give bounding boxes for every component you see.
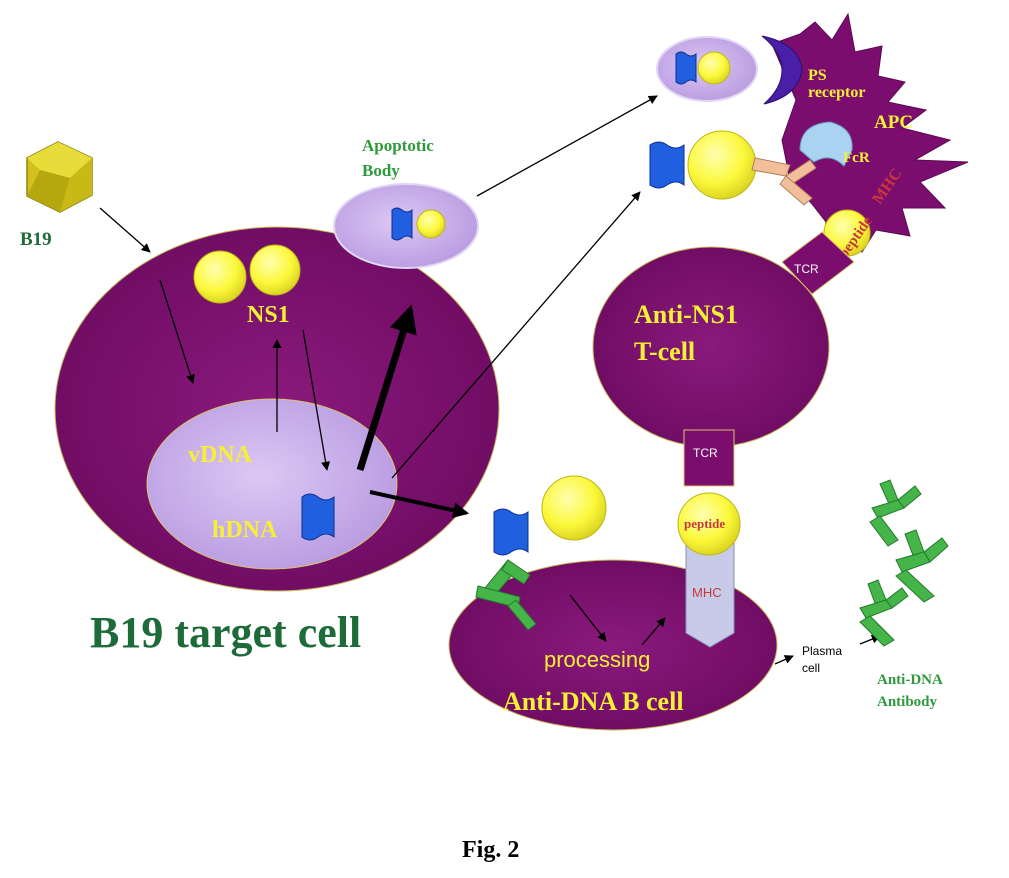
- tcr-bottom: [683, 429, 735, 487]
- apoptotic-body-label-1: Apoptotic: [362, 136, 434, 155]
- immune-complex-ns1: [687, 130, 757, 200]
- antibody-icon-top: [869, 479, 922, 547]
- hdna-icon: [301, 493, 335, 541]
- processing-label: processing: [544, 647, 650, 672]
- t-cell-label-2: T-cell: [634, 337, 695, 366]
- antibody-icon-middle: [895, 529, 949, 603]
- plasma-cell-label-2: cell: [802, 661, 820, 675]
- tcr-bottom-label: TCR: [693, 446, 718, 460]
- ns1-protein-left: [193, 250, 247, 304]
- entry-arrow: [99, 207, 151, 253]
- ps-receptor-label-1: PS: [808, 67, 827, 84]
- b-cell-ns1: [541, 475, 607, 541]
- antibody-icon-bottom: [859, 579, 909, 647]
- apoptotic-body-dna-icon: [391, 207, 413, 241]
- b19-virus-icon: [26, 141, 93, 213]
- ps-receptor-label-2: receptor: [808, 84, 865, 101]
- b-cell-receptor-icon: [475, 559, 537, 631]
- tcr-top-label: TCR: [794, 262, 819, 276]
- b19-label: B19: [20, 229, 52, 250]
- immune-complex-antibody-icon: [751, 157, 817, 206]
- ns1-to-hdna-arrow: [302, 329, 331, 471]
- engulfed-ns1: [697, 51, 731, 85]
- t-cell-label-1: Anti-NS1: [634, 300, 738, 329]
- immune-complex-dna-icon: [649, 141, 685, 189]
- tcr-top: [781, 231, 855, 295]
- b-cell-dna-icon: [493, 508, 529, 556]
- b-cell-to-plasma-arrow: [774, 655, 794, 665]
- fcr-label: FcR: [843, 150, 870, 166]
- apoptotic-body-ns1: [416, 209, 446, 239]
- peptide-bottom-label: peptide: [684, 516, 725, 531]
- target-cell-label: B19 target cell: [90, 608, 361, 657]
- ns1-label: NS1: [247, 302, 290, 328]
- to-nucleus-arrow: [159, 279, 195, 384]
- processing-arrow-1: [569, 594, 607, 642]
- mhc-bottom-label: MHC: [692, 585, 722, 600]
- anti-ns1-t-cell: [592, 246, 830, 448]
- antibody-label-2: Antibody: [877, 694, 938, 710]
- ns1-protein-right: [249, 244, 301, 296]
- hdna-label: hDNA: [212, 517, 278, 543]
- peptide-bottom: [677, 492, 741, 556]
- to-apc-arrow: [391, 191, 641, 479]
- apc-label: APC: [874, 112, 913, 133]
- to-bcell-arrow: [369, 490, 470, 519]
- nucleus: [146, 398, 398, 570]
- ps-receptor-icon: [761, 35, 803, 105]
- to-apoptotic-body-arrow: [356, 304, 417, 472]
- antibody-label-1: Anti-DNA: [877, 672, 943, 688]
- apc-cell: [771, 12, 969, 258]
- fcr-icon: [799, 121, 853, 167]
- figure-caption: Fig. 2: [462, 837, 519, 863]
- body-to-ps-arrow: [476, 95, 658, 197]
- b-cell-label: Anti-DNA B cell: [503, 687, 684, 716]
- engulfed-dna-icon: [675, 51, 697, 85]
- apoptotic-body-label-2: Body: [362, 161, 400, 180]
- processing-arrow-2: [641, 617, 666, 646]
- plasma-cell-label-1: Plasma: [802, 644, 842, 658]
- vdna-label: vDNA: [188, 442, 253, 468]
